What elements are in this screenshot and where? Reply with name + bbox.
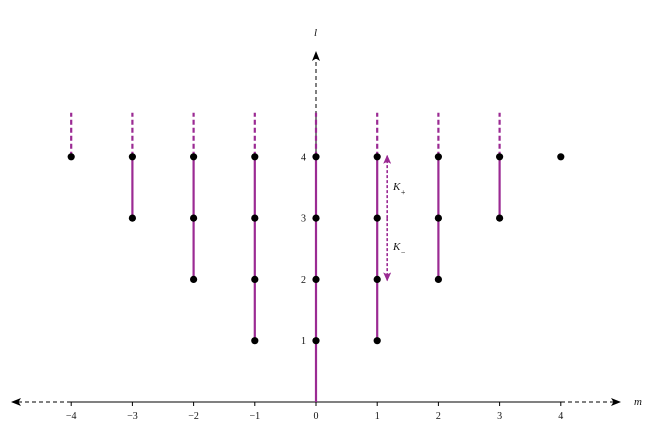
state-point	[190, 275, 198, 283]
state-point	[373, 153, 381, 161]
state-point	[496, 153, 504, 161]
state-point	[128, 214, 136, 222]
state-point	[251, 214, 259, 222]
lower-label: K−	[392, 241, 406, 257]
y-tick-label: 4	[301, 152, 306, 163]
state-point	[434, 214, 442, 222]
points	[67, 153, 565, 345]
state-point	[190, 214, 198, 222]
state-point	[496, 214, 504, 222]
state-point	[67, 153, 75, 161]
y-tick-label: 3	[301, 214, 306, 225]
x-tick-label: 3	[497, 411, 502, 422]
axes: m l	[11, 27, 642, 408]
state-point	[312, 153, 320, 161]
x-tick-label: −3	[127, 411, 138, 422]
state-point	[312, 337, 320, 345]
state-point	[251, 153, 259, 161]
x-axis-name: m	[634, 396, 642, 408]
x-tick-label: −1	[249, 411, 260, 422]
raise-symbol: K	[392, 181, 401, 193]
x-tick-label: −2	[188, 411, 199, 422]
state-point	[128, 153, 136, 161]
x-ticks: −4 −3 −2 −1 0 1 2 3 4	[66, 402, 563, 422]
y-tick-label: 1	[301, 336, 306, 347]
state-point	[373, 214, 381, 222]
state-point	[373, 275, 381, 283]
x-tick-label: 0	[314, 411, 319, 422]
state-point	[312, 275, 320, 283]
state-point	[251, 275, 259, 283]
state-point	[434, 153, 442, 161]
operator-arrow: K+ K−	[383, 154, 406, 282]
state-point	[557, 153, 565, 161]
y-axis-name: l	[314, 27, 317, 39]
state-point	[373, 337, 381, 345]
state-point	[190, 153, 198, 161]
x-tick-label: −4	[66, 411, 77, 422]
state-point	[434, 275, 442, 283]
lower-subscript: −	[400, 248, 405, 257]
lower-symbol: K	[392, 241, 401, 253]
y-ticks: 1 2 3 4	[301, 152, 306, 347]
y-tick-label: 2	[301, 275, 306, 286]
raise-label: K+	[392, 181, 406, 197]
x-tick-label: 2	[436, 411, 441, 422]
state-point	[312, 214, 320, 222]
x-tick-label: 4	[558, 411, 563, 422]
state-point	[251, 337, 259, 345]
x-tick-label: 1	[375, 411, 380, 422]
raise-subscript: +	[400, 188, 405, 197]
